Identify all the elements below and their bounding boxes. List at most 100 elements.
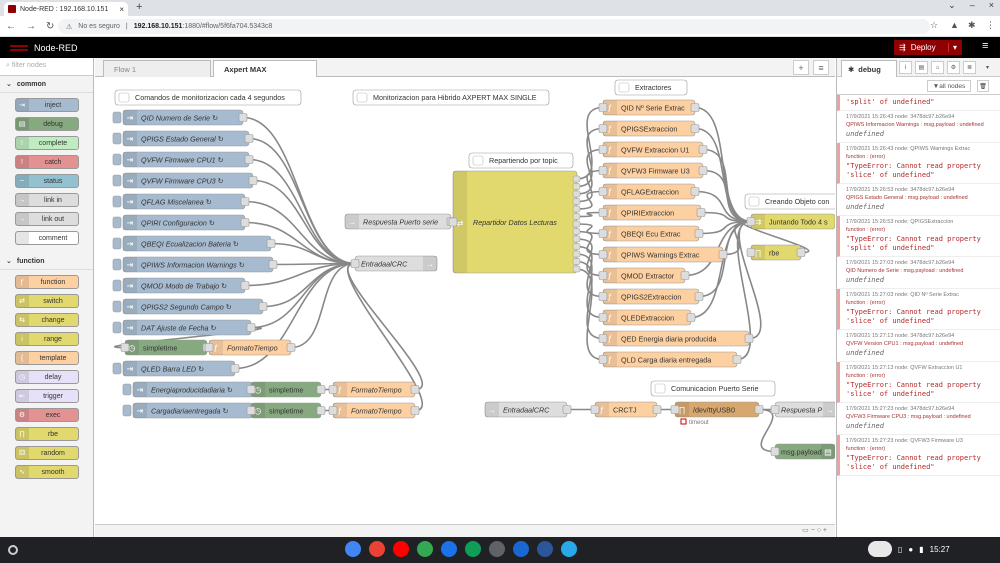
trash-icon[interactable]: 🗑 [977, 80, 989, 92]
deploy-button[interactable]: ⇶ Deploy ▾ [894, 40, 962, 55]
output-port[interactable] [572, 183, 581, 190]
star-icon[interactable]: ☆ [930, 20, 939, 30]
wire[interactable] [575, 127, 604, 188]
output-port[interactable] [732, 355, 742, 364]
database-icon[interactable]: ≣ [963, 61, 976, 74]
output-port[interactable] [572, 198, 581, 205]
inject-button[interactable] [112, 153, 122, 166]
palette-node[interactable]: !catch [14, 155, 79, 169]
flow-node[interactable]: ⇥QMOD Modo de Trabajo ↻ [112, 277, 250, 294]
gmail-icon[interactable] [369, 541, 385, 557]
output-port[interactable] [686, 313, 696, 322]
output-port[interactable] [316, 406, 326, 415]
output-port[interactable] [562, 405, 572, 414]
input-port[interactable] [598, 271, 608, 280]
wire[interactable] [575, 190, 604, 210]
wire[interactable] [702, 169, 752, 223]
palette-node[interactable]: →link out [14, 212, 79, 226]
inject-button[interactable] [112, 237, 122, 250]
output-port[interactable] [754, 405, 764, 414]
debug-message[interactable]: 17/9/2021 15:26:53 node: 3478dc97.b26e94… [837, 184, 1000, 216]
output-port[interactable] [652, 405, 662, 414]
debug-message[interactable]: 17/9/2021 15:26:53 node: QPIGSExtraccion… [837, 216, 1000, 257]
output-port[interactable] [572, 205, 581, 213]
output-port[interactable] [694, 292, 704, 301]
output-port[interactable] [572, 265, 581, 273]
palette-node[interactable]: ⇄switch [14, 294, 79, 308]
input-port[interactable] [598, 187, 608, 196]
flow-node[interactable]: →Respuesta Puerto serie [344, 213, 456, 230]
palette-node[interactable]: !complete [14, 136, 79, 150]
output-port[interactable] [244, 155, 254, 164]
flow-node[interactable]: →EntradaalCRC [484, 401, 572, 418]
tab-axpert-max[interactable]: Axpert MAX [213, 60, 317, 77]
output-port[interactable] [410, 385, 420, 394]
deploy-dropdown-icon[interactable]: ▾ [947, 43, 957, 52]
comment-node[interactable]: Comandos de monitorizacion cada 4 segund… [114, 89, 302, 106]
flow-node[interactable]: ⇥QPIRI Configuracion ↻ [112, 214, 250, 231]
flow-node[interactable]: ▤msg.payload [770, 443, 835, 460]
wire[interactable] [742, 220, 810, 254]
wire[interactable] [702, 148, 752, 223]
output-port[interactable] [696, 208, 706, 217]
telegram-icon[interactable] [561, 541, 577, 557]
book-icon[interactable]: ▤ [915, 61, 928, 74]
input-port[interactable] [204, 343, 214, 352]
info-icon[interactable]: i [899, 61, 912, 74]
address-bar[interactable]: ⚠ No es seguro | 192.168.10.151:1880/#fl… [58, 19, 930, 34]
wire[interactable] [575, 223, 604, 235]
wire[interactable] [575, 169, 604, 203]
output-port[interactable] [240, 197, 250, 206]
output-port[interactable] [240, 281, 250, 290]
minimize-icon[interactable]: – [969, 0, 975, 10]
output-port[interactable] [246, 323, 256, 332]
flow-node[interactable]: ⇥QLED Barra LED ↻ [112, 360, 240, 377]
wire[interactable] [758, 408, 776, 453]
wire[interactable] [575, 211, 604, 218]
output-port[interactable] [718, 250, 728, 259]
comment-node[interactable]: Comunicacion Puerto Serie [650, 380, 776, 397]
flow-node[interactable]: ⇥QFLAG Miscelanea ↻ [112, 193, 250, 210]
input-port[interactable] [598, 124, 608, 133]
flow-node[interactable]: ◷simpletime [246, 381, 326, 398]
input-port[interactable] [598, 166, 608, 175]
forward-icon[interactable]: → [26, 20, 36, 32]
wire[interactable] [244, 262, 356, 287]
input-port[interactable] [770, 447, 780, 456]
vscode-icon[interactable] [537, 541, 553, 557]
debug-message[interactable]: 17/9/2021 15:27:23 node: 3478dc97.b26e94… [837, 403, 1000, 435]
output-port[interactable] [572, 175, 581, 183]
comment-node[interactable]: Extractores [614, 79, 688, 96]
drive-icon[interactable]: ▲ [950, 20, 959, 30]
flow-node[interactable]: ⇥QID Numero de Serie ↻ [112, 109, 248, 126]
output-port[interactable] [690, 103, 700, 112]
wire[interactable] [575, 260, 604, 340]
output-port[interactable] [698, 145, 708, 154]
palette-node[interactable]: {template [14, 351, 79, 365]
input-port[interactable] [598, 103, 608, 112]
output-port[interactable] [248, 176, 258, 185]
wire[interactable] [575, 106, 604, 180]
flow-node[interactable]: ⇥DAT Ajuste de Fecha ↻ [112, 319, 256, 336]
input-port[interactable] [246, 406, 256, 415]
flow-canvas[interactable]: Comandos de monitorizacion cada 4 segund… [95, 77, 835, 524]
back-icon[interactable]: ← [6, 20, 16, 32]
list-flows-icon[interactable]: ≡ [813, 60, 829, 75]
input-port[interactable] [746, 248, 756, 257]
photos-icon[interactable] [465, 541, 481, 557]
inject-button[interactable] [112, 195, 122, 208]
debug-message[interactable]: 17/9/2021 15:26:43 node: QPIWS Warnings … [837, 143, 1000, 184]
output-port[interactable] [572, 235, 581, 243]
palette-node[interactable]: comment [14, 231, 79, 245]
output-port[interactable] [572, 190, 581, 198]
wire[interactable] [575, 245, 604, 298]
wire[interactable] [575, 238, 604, 277]
inject-button[interactable] [112, 300, 122, 313]
flow-node[interactable]: ◷simpletime [246, 402, 326, 419]
